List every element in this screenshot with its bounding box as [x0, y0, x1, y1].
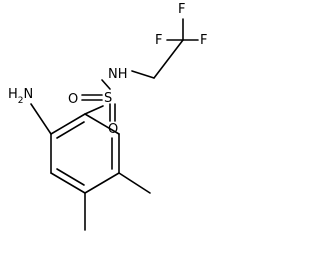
ring-bond-c6-c1 [84, 113, 120, 135]
bond-nh-to-ch2 [131, 70, 155, 79]
sulfur-label: S [104, 91, 112, 106]
atom-labels: H2N NH S O O F F F [8, 2, 207, 137]
amine-label: H2N [8, 87, 33, 106]
oxygen-left-label: O [68, 92, 78, 107]
fluorine-left-label: F [155, 33, 162, 48]
bond-ring-to-sulfur [84, 105, 104, 115]
ring-bond-c4-c5 [84, 172, 120, 194]
fluorine-top-label: F [178, 2, 185, 17]
bond-c5-to-methyl [118, 172, 151, 194]
bond-ring-to-amine [30, 103, 52, 135]
benzene-ring [50, 113, 120, 194]
ring-double-bond-inner-2 [56, 168, 85, 186]
ring-bond-c3-c4 [50, 172, 86, 194]
ring-double-bond-inner-1 [56, 121, 85, 139]
bond-sulfur-to-nh [101, 79, 111, 90]
ring-bond-c1-c2 [50, 113, 86, 135]
sulfonyl-double-bonds [81, 94, 116, 122]
bond-ch2-to-cf3 [153, 39, 184, 79]
fluorine-right-label: F [200, 33, 207, 48]
chemical-structure-diagram: H2N NH S O O F F F [8, 2, 207, 231]
nh-label: NH [108, 67, 128, 82]
substituent-bonds [30, 18, 199, 231]
oxygen-bottom-label: O [108, 122, 118, 137]
